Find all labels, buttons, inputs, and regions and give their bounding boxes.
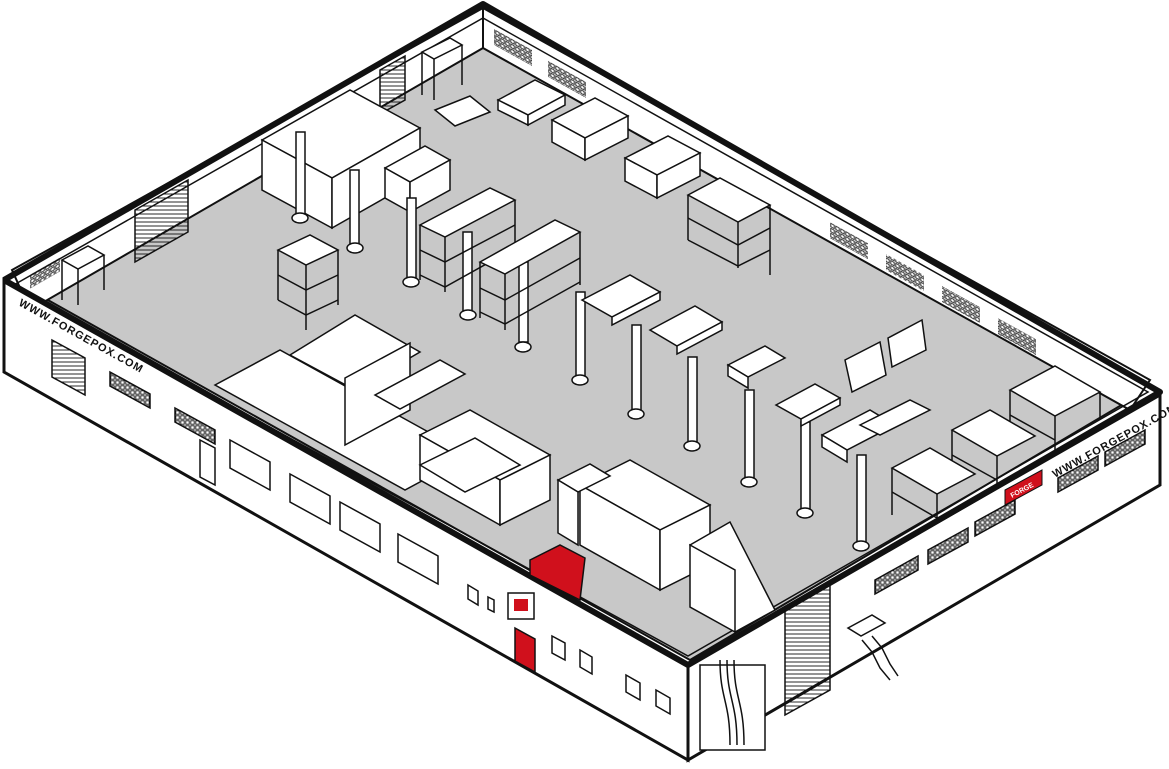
window-grid-icon — [1104, 428, 1146, 468]
shelf-icon — [950, 409, 1037, 485]
front-left-wall-details — [51, 338, 671, 716]
window-grid-icon — [874, 554, 919, 596]
window-grid-icon — [109, 370, 151, 410]
column-icon — [740, 389, 758, 488]
shelf-icon — [276, 234, 340, 330]
shelf-icon — [418, 187, 517, 292]
shelf-icon — [478, 219, 582, 330]
window-grid-icon — [830, 222, 868, 260]
shutter-icon — [51, 338, 86, 397]
shutter-icon — [379, 54, 406, 116]
window-grid-icon — [974, 498, 1016, 538]
stair-icon — [846, 614, 899, 681]
window-grid-icon — [174, 406, 216, 446]
column-icon — [627, 324, 645, 420]
shelf-icon — [686, 177, 772, 275]
shelf-icon — [60, 245, 106, 305]
shelf-icon — [890, 447, 977, 520]
conduit-icon — [699, 664, 766, 751]
accent-red-box — [529, 544, 586, 602]
conduit-icon — [719, 659, 745, 746]
wall-rim — [2, 1, 1163, 668]
column-icon — [346, 169, 364, 254]
office-cluster-front — [213, 314, 776, 634]
shelves — [60, 37, 1102, 520]
shelf-icon — [1008, 365, 1102, 450]
window-grid-icon — [886, 254, 924, 292]
back-windows — [30, 28, 1036, 356]
machine-icon — [433, 79, 702, 200]
columns — [291, 131, 870, 552]
window-grid-icon — [30, 257, 60, 289]
logo-sign-icon — [507, 592, 535, 620]
shutter-icon — [784, 583, 831, 717]
shutter-icon — [134, 178, 189, 264]
front-right-wall-details — [699, 428, 1146, 751]
window-grid-icon — [927, 526, 969, 566]
column-icon — [291, 131, 309, 224]
column-icon — [402, 197, 420, 288]
door-icon — [514, 626, 536, 674]
door-icon — [199, 438, 216, 487]
window-grid-icon — [494, 28, 532, 66]
window-grid-icon — [942, 286, 980, 324]
window-grid-icon — [998, 318, 1036, 356]
shelf-icon — [420, 37, 464, 100]
machine-icon — [580, 274, 932, 464]
column-icon — [852, 454, 870, 552]
column-icon — [571, 291, 589, 386]
column-icon — [683, 356, 701, 452]
window-grid-icon — [1057, 454, 1099, 494]
window-grid-icon — [548, 60, 586, 98]
